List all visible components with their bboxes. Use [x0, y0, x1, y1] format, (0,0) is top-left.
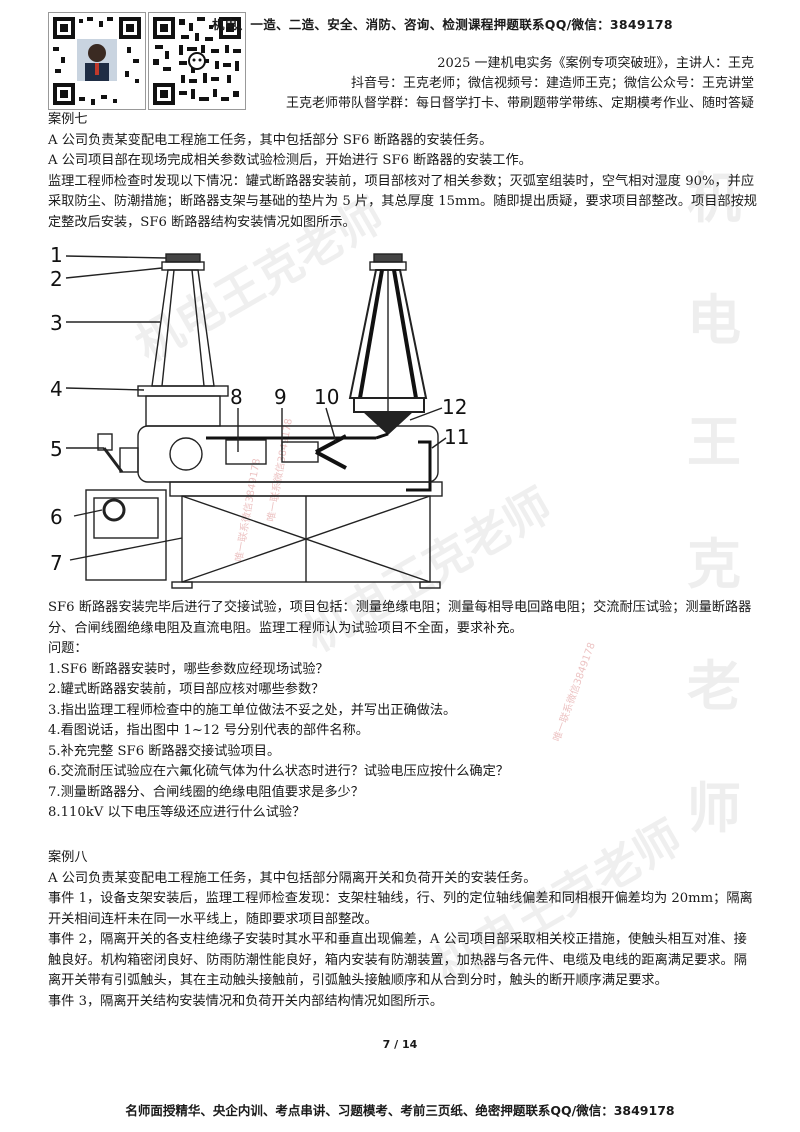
case8-section: 案例八 A 公司负责某变配电工程施工任务，其中包括部分隔离开关和负荷开关的安装任…: [48, 848, 760, 1012]
footer-contact-banner: 名师面授精华、央企内训、考点串讲、习题模考、考前三页纸、绝密押题联系QQ/微信：…: [125, 1103, 675, 1118]
question-item: 6.交流耐压试验应在六氟化硫气体为什么状态时进行？试验电压应按什么确定？: [48, 764, 509, 779]
paragraph: SF6 断路器安装完毕后进行了交接试验，项目包括：测量绝缘电阻；测量每相导电回路…: [48, 600, 752, 636]
part-label-5: 5: [50, 437, 63, 461]
part-label-2: 2: [50, 267, 63, 291]
case-title: 案例七: [48, 112, 88, 127]
question-item: 2.罐式断路器安装前，项目部应核对哪些参数？: [48, 682, 325, 697]
part-label-6: 6: [50, 505, 63, 529]
part-label-12: 12: [442, 395, 467, 419]
part-label-11: 11: [444, 425, 469, 449]
part-label-4: 4: [50, 377, 63, 401]
study-group-line: 王克老师带队督学群：每日督学打卡、带刷题带学带练、定期模考作业、随时答疑: [285, 96, 754, 111]
case7-intro: 案例七 A 公司负责某变配电工程施工任务，其中包括部分 SF6 断路器的安装任务…: [48, 110, 760, 233]
page-number: 7 / 14: [382, 1038, 418, 1051]
sf6-breaker-diagram: 1 2 3 4 5 6 7 8 9 10 11 12: [50, 243, 469, 589]
question-item: 5.补充完整 SF6 断路器交接试验项目。: [48, 743, 281, 759]
paragraph: 监理工程师检查时发现以下情况：罐式断路器安装前，项目部核对了相关参数；灭弧室组装…: [48, 173, 757, 230]
part-label-1: 1: [50, 243, 63, 267]
douyin-qr-code: [48, 12, 146, 110]
question-item: 7.测量断路器分、合闸线圈的绝缘电阻值要求是多少？: [48, 784, 364, 800]
part-label-10: 10: [314, 385, 339, 409]
question-item: 3.指出监理工程师检查中的施工单位做法不妥之处，并写出正确做法。: [48, 702, 457, 718]
part-label-9: 9: [274, 385, 287, 409]
event-paragraph: 事件 2，隔离开关的各支柱绝缘子安装时其水平和垂直出现偏差，A 公司项目部采取相…: [48, 932, 747, 988]
social-line: 抖音号：王克老师；微信视频号：建造师王克；微信公众号：王克讲堂: [350, 76, 754, 91]
event-paragraph: 事件 3，隔离开关结构安装情况和负荷开关内部结构情况如图所示。: [48, 993, 444, 1009]
part-label-8: 8: [230, 385, 243, 409]
questions-heading: 问题：: [48, 641, 88, 656]
part-label-7: 7: [50, 551, 63, 575]
paragraph: A 公司项目部在现场完成相关参数试验检测后，开始进行 SF6 断路器的安装工作。: [48, 153, 532, 168]
part-label-3: 3: [50, 311, 63, 335]
question-item: 1.SF6 断路器安装时，哪些参数应经现场试验？: [48, 661, 329, 677]
paragraph: A 公司负责某变配电工程施工任务，其中包括部分 SF6 断路器的安装任务。: [48, 132, 493, 148]
case7-questions: SF6 断路器安装完毕后进行了交接试验，项目包括：测量绝缘电阻；测量每相导电回路…: [48, 598, 760, 824]
course-line: 2025 一建机电实务《案例专项突破班》，主讲人：王克: [437, 56, 754, 71]
vertical-watermark: 机电王 克老师: [687, 167, 741, 840]
question-item: 8.110kV 以下电压等级还应进行什么试验？: [48, 805, 306, 820]
top-contact-banner: 机电、一造、二造、安全、消防、咨询、检测课程押题联系QQ/微信：3849178: [212, 17, 673, 32]
event-paragraph: 事件 1，设备支架安装后，监理工程师检查发现：支架柱轴线，行、列的定位轴线偏差和…: [48, 891, 753, 927]
question-item: 4.看图说话，指出图中 1~12 号分别代表的部件名称。: [48, 723, 369, 738]
paragraph: A 公司负责某变配电工程施工任务，其中包括部分隔离开关和负荷开关的安装任务。: [48, 870, 537, 886]
wechat-qr-code: [148, 12, 246, 110]
case-title: 案例八: [48, 850, 88, 865]
